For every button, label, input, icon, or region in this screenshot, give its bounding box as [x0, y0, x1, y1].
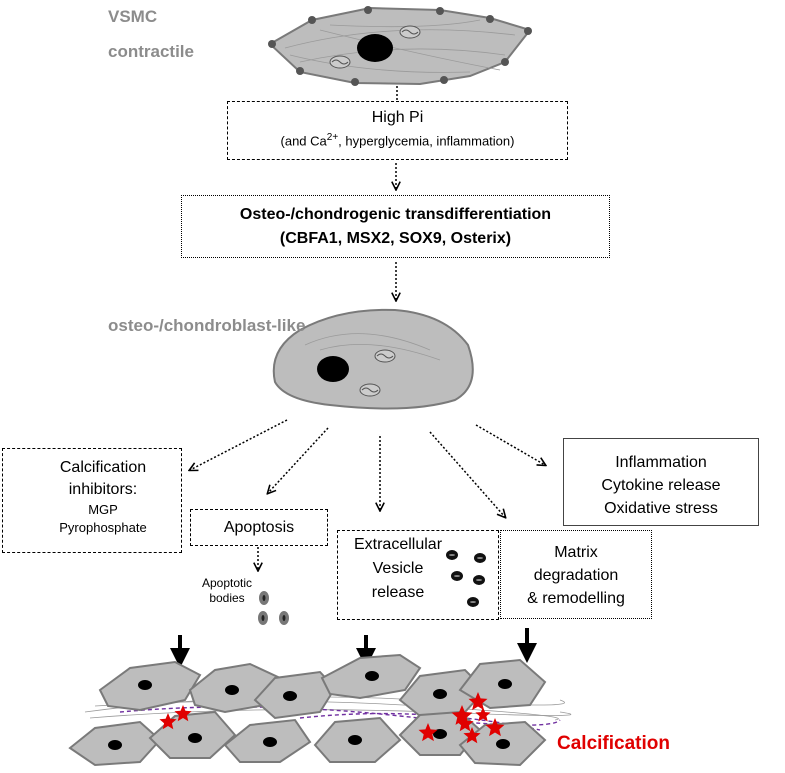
- star-icon: [475, 707, 491, 722]
- transdiff-genes: (CBFA1, MSX2, SOX9, Osterix): [279, 230, 512, 247]
- calcification-label: Calcification: [557, 733, 670, 754]
- high-pi-sub-sup: 2+: [326, 132, 339, 143]
- matrix-line3: & remodelling: [527, 590, 625, 607]
- arrow-to-apoptosis: [268, 427, 329, 493]
- branch-arrows: [190, 419, 545, 517]
- high-pi-title: High Pi: [371, 109, 424, 126]
- inhibitors-line1: Calcification: [59, 459, 147, 476]
- calcified-tissue: [68, 653, 572, 767]
- apoptotic-bodies-line2: bodies: [209, 591, 245, 605]
- apoptosis-label: Apoptosis: [223, 519, 295, 536]
- arrow-to-inflammation: [475, 424, 545, 465]
- star-icon: [174, 705, 192, 722]
- vesicle-line3: release: [371, 584, 425, 601]
- inflammation-line2: Cytokine release: [601, 477, 721, 494]
- star-icon: [463, 727, 481, 744]
- apoptotic-bodies-label: Apoptotic bodies: [192, 576, 262, 606]
- vesicles-icon: [446, 550, 486, 607]
- matrix-box: Matrix degradation & remodelling: [500, 530, 652, 619]
- osteo-like-label: osteo-/chondroblast-like: [108, 316, 306, 335]
- vsmc-contractile-cell: [268, 6, 532, 86]
- arrow-to-inhibitors: [190, 419, 288, 470]
- inhibitors-pyrophosphate: Pyrophosphate: [59, 520, 147, 535]
- apoptosis-box: Apoptosis: [190, 509, 328, 546]
- inflammation-line3: Oxidative stress: [604, 500, 718, 517]
- vesicle-box: Extracellular Vesicle release: [337, 530, 499, 620]
- inflammation-box: Inflammation Cytokine release Oxidative …: [563, 438, 759, 526]
- high-pi-sub-post: , hyperglycemia, inflammation): [338, 133, 515, 149]
- transdiff-title: Osteo-/chondrogenic transdifferentiation: [239, 206, 552, 223]
- star-icon: [418, 723, 438, 742]
- contractile-label: contractile: [108, 42, 194, 61]
- calcification-stars: [159, 692, 505, 744]
- nucleus-icon: [317, 356, 349, 382]
- star-icon: [485, 718, 505, 737]
- star-icon: [468, 692, 488, 711]
- inflammation-line1: Inflammation: [615, 454, 707, 471]
- inhibitors-box: Calcification inhibitors: MGP Pyrophosph…: [2, 448, 182, 553]
- osteo-chondroblast-cell: [272, 308, 474, 410]
- apoptotic-bodies-icon: [258, 591, 289, 625]
- matrix-line1: Matrix: [554, 544, 598, 561]
- vesicle-line2: Vesicle: [372, 560, 424, 577]
- bold-down-arrows: [170, 628, 537, 668]
- high-pi-sub-pre: (and Ca: [280, 133, 327, 149]
- matrix-line2: degradation: [533, 567, 619, 584]
- star-icon: [451, 705, 473, 725]
- inhibitors-mgp: MGP: [88, 502, 118, 517]
- star-icon: [159, 713, 177, 730]
- high-pi-box: High Pi (and Ca2+, hyperglycemia, inflam…: [227, 101, 568, 160]
- transdiff-box: Osteo-/chondrogenic transdifferentiation…: [181, 195, 610, 258]
- star-icon: [456, 715, 474, 732]
- high-pi-subtitle: (and Ca2+, hyperglycemia, inflammation): [228, 129, 567, 150]
- inhibitors-line2: inhibitors:: [68, 481, 138, 498]
- apoptotic-bodies-line1: Apoptotic: [201, 576, 253, 590]
- vsmc-label: VSMC: [108, 7, 158, 26]
- nucleus-icon: [357, 34, 393, 62]
- vesicle-line1: Extracellular: [353, 536, 443, 553]
- arrow-to-matrix: [429, 431, 505, 517]
